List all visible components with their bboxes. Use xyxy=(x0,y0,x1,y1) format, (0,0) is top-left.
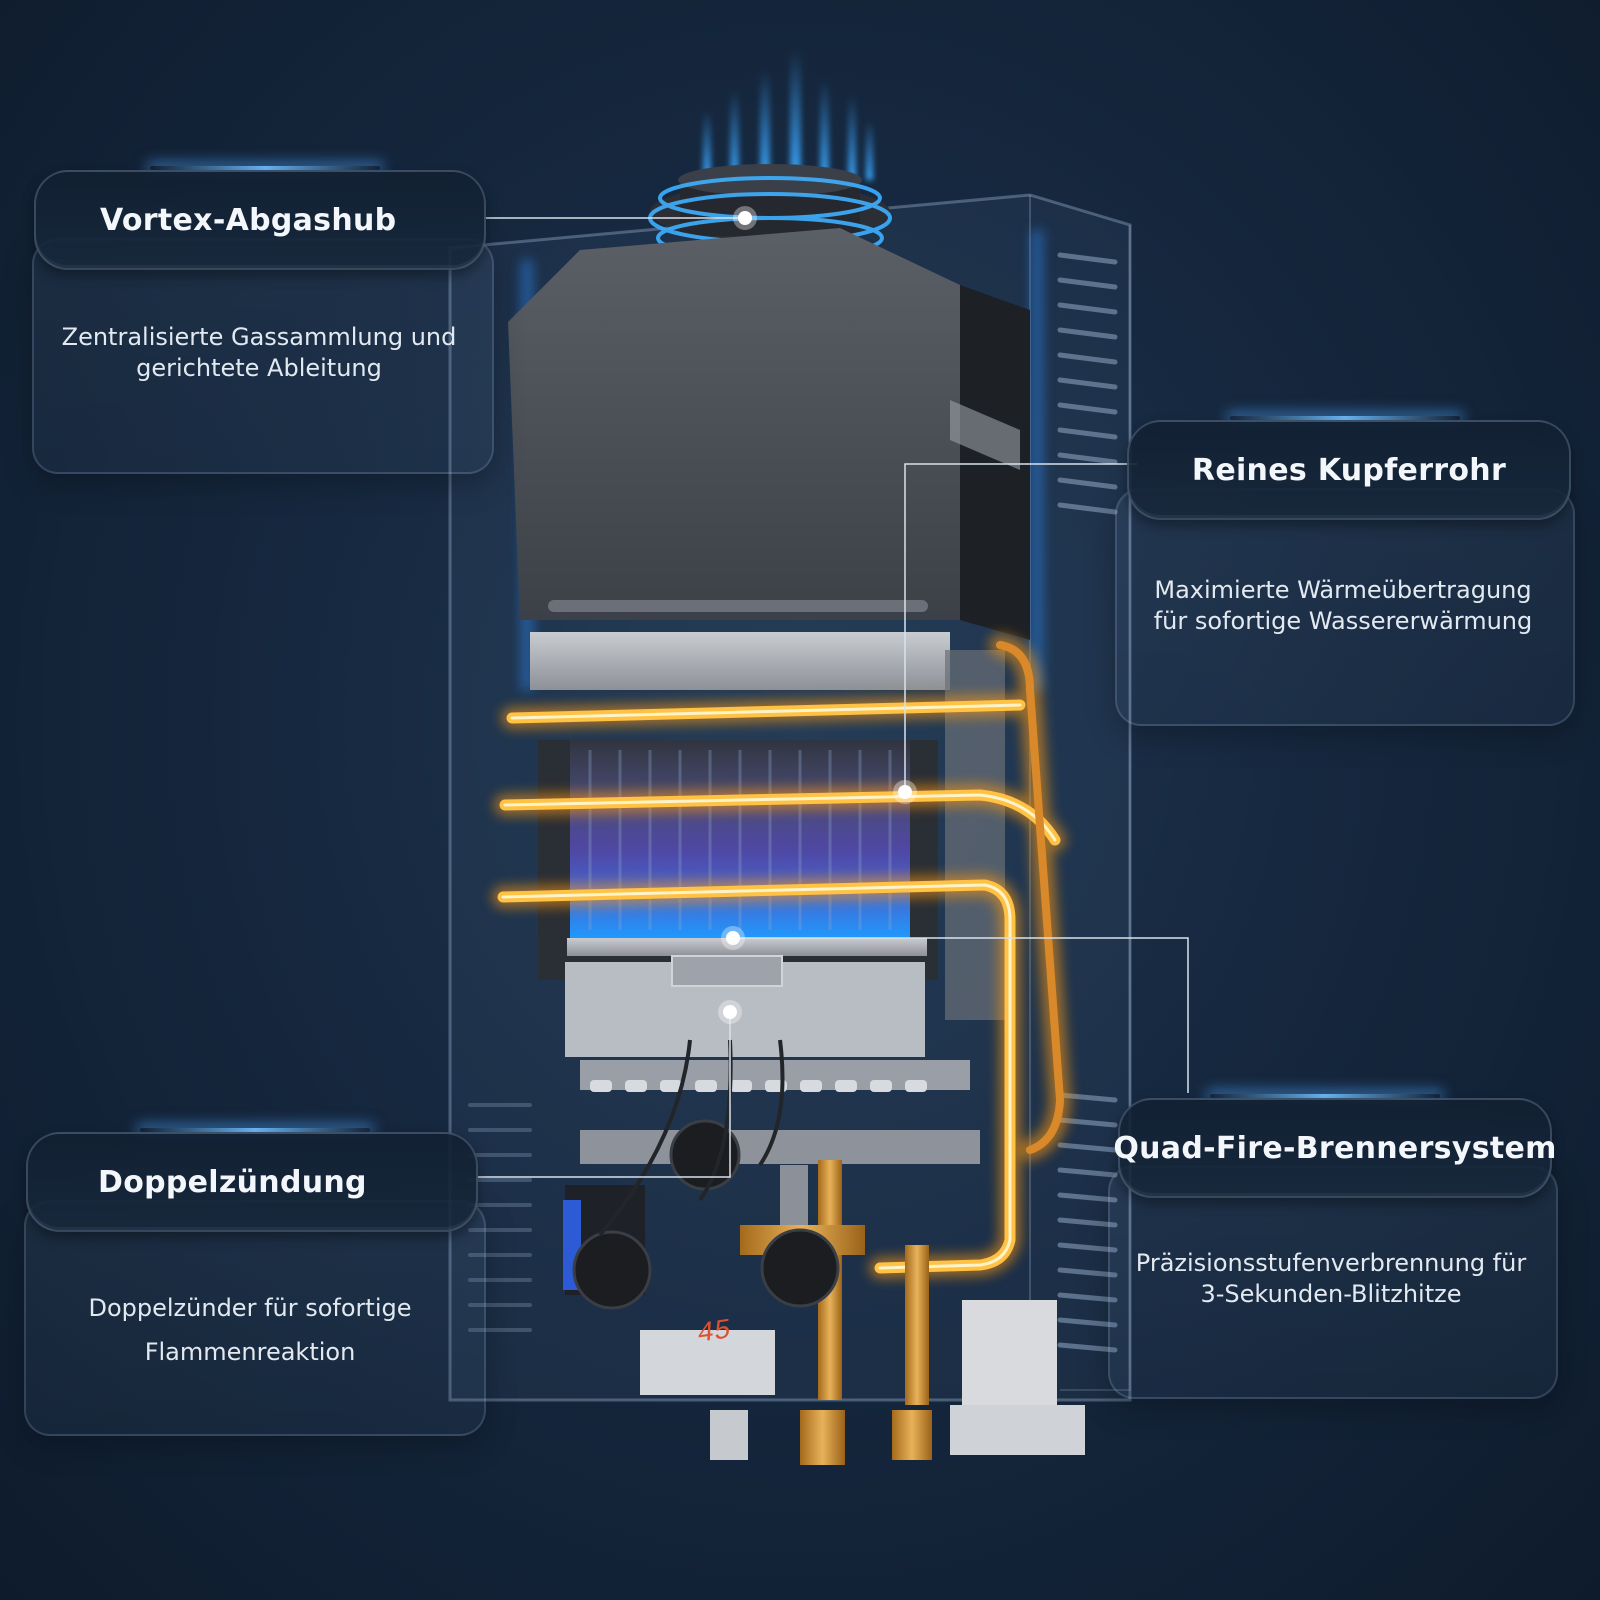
vortex-glow xyxy=(150,166,380,170)
copper-desc-line-1: Maximierte Wärmeübertragung xyxy=(1154,576,1532,604)
burner-desc-line-2: 3-Sekunden-Blitzhitze xyxy=(1200,1280,1462,1308)
burner-assembly xyxy=(565,938,980,1164)
ignition-glow xyxy=(140,1128,370,1132)
copper-description: Maximierte Wärmeübertragung für sofortig… xyxy=(1120,575,1566,637)
ignition-title: Doppelzündung xyxy=(98,1164,367,1200)
ignition-desc-line-2: Flammenreaktion xyxy=(144,1338,356,1366)
vortex-desc-line-2: gerichtete Ableitung xyxy=(136,354,382,382)
ignition-desc-line-1: Doppelzünder für sofortige xyxy=(88,1294,412,1322)
copper-coil xyxy=(492,634,1071,1279)
ignition-description: Doppelzünder für sofortige Flammenreakti… xyxy=(40,1286,460,1374)
flue-collar xyxy=(648,164,892,260)
callout-dots xyxy=(718,206,917,1024)
vortex-description: Zentralisierte Gassammlung und gerichtet… xyxy=(44,322,474,384)
exhaust-hood xyxy=(508,228,1030,640)
leader-lines xyxy=(477,217,1189,1178)
ignition-title-pill: Doppelzündung xyxy=(26,1132,478,1232)
exhaust-glow xyxy=(703,50,873,185)
plumbing xyxy=(563,1039,1085,1465)
copper-card xyxy=(1115,488,1575,726)
vortex-title: Vortex-Abgashub xyxy=(100,202,397,238)
copper-title-pill: Reines Kupferrohr xyxy=(1127,420,1571,520)
copper-title: Reines Kupferrohr xyxy=(1191,452,1507,488)
copper-glow xyxy=(1230,416,1460,420)
copper-desc-line-2: für sofortige Wassererwärmung xyxy=(1153,607,1533,635)
vortex-desc-line-1: Zentralisierte Gassammlung und xyxy=(61,323,457,351)
digital-display: 45 xyxy=(695,1315,733,1350)
vortex-title-pill: Vortex-Abgashub xyxy=(34,170,486,270)
burner-title-pill: Quad-Fire-Brennersystem xyxy=(1113,1098,1556,1198)
burner-title: Quad-Fire-Brennersystem xyxy=(1113,1130,1557,1166)
ignition-card xyxy=(24,1200,486,1436)
burner-description: Präzisionsstufenverbrennung für 3-Sekund… xyxy=(1110,1248,1552,1310)
burner-desc-line-1: Präzisionsstufenverbrennung für xyxy=(1135,1249,1527,1277)
burner-glow xyxy=(1210,1094,1440,1098)
